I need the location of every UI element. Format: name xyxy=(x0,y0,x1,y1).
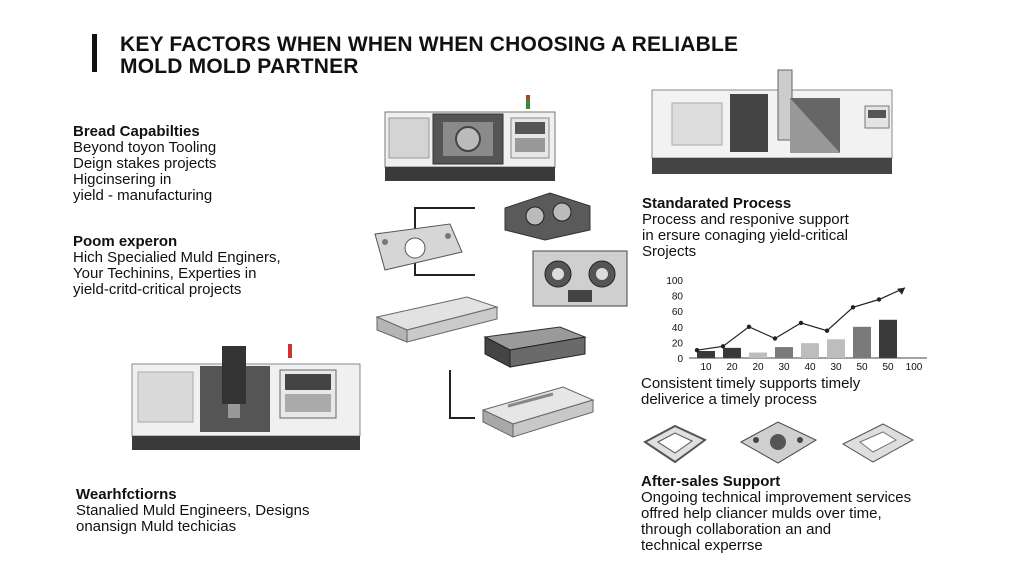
section-line: Higcinsering in xyxy=(73,171,172,188)
section-wearhfctiorns: Wearhfctiorns Stanalied Muld Engineers, … xyxy=(76,486,309,535)
cnc-machine-illustration-left xyxy=(131,344,361,450)
section-line: Ongoing technical improvement services xyxy=(641,489,912,506)
section-heading: Standarated Process xyxy=(642,195,792,212)
bar xyxy=(827,339,845,358)
cnc-machine-illustration-right xyxy=(651,69,893,174)
trend-point xyxy=(746,324,752,329)
x-tick-label: 20 xyxy=(726,362,738,373)
trend-point xyxy=(798,320,804,326)
mold-insert-block-icon xyxy=(483,326,587,368)
trend-point xyxy=(772,336,778,341)
y-tick-label: 80 xyxy=(672,292,684,303)
mold-plate-icon xyxy=(374,223,463,271)
section-heading: Bread Capabilties xyxy=(73,123,200,140)
title-line-2: MOLD MOLD PARTNER xyxy=(120,55,359,78)
section-line: onansign Muld techicias xyxy=(76,518,237,535)
y-tick-label: 60 xyxy=(672,307,684,318)
section-poom-experon: Poom experon Hich Specialied Muld Engine… xyxy=(73,233,281,298)
section-heading: Wearhfctiorns xyxy=(76,486,177,503)
mold-base-icon xyxy=(739,421,818,464)
section-after-sales-support: After-sales Support Ongoing technical im… xyxy=(641,473,911,554)
bar-chart: 100 80 60 40 20 0 10 20 20 30 40 30 50 50 100 xyxy=(666,276,927,373)
section-heading: After-sales Support xyxy=(641,473,781,490)
trend-point xyxy=(876,297,882,302)
mold-plate-small-icon xyxy=(841,423,915,463)
title-accent-bar xyxy=(92,34,97,72)
section-line: Stanalied Muld Engineers, Designs xyxy=(76,502,310,519)
mold-stacked-plates-icon xyxy=(375,296,499,343)
trend-point xyxy=(694,348,700,353)
section-line: Beyond toyon Tooling xyxy=(73,139,217,156)
x-tick-label: 50 xyxy=(856,362,868,373)
x-tick-label: 100 xyxy=(906,362,923,373)
section-line: yield - manufacturing xyxy=(73,187,213,204)
section-standarated-process: Standarated Process Process and responiv… xyxy=(642,195,849,260)
section-bread-capabilities: Bread Capabilties Beyond toyon Tooling D… xyxy=(73,123,216,204)
bar xyxy=(853,326,871,358)
bar xyxy=(801,343,819,358)
section-line: technical experrse xyxy=(641,537,763,554)
section-line: through collaboration an and xyxy=(641,521,832,538)
title-line-1: KEY FACTORS WHEN WHEN WHEN CHOOSING A RE… xyxy=(120,33,739,56)
trend-point xyxy=(850,305,856,310)
y-tick-label: 100 xyxy=(666,276,683,287)
x-tick-label: 30 xyxy=(830,362,842,373)
bar xyxy=(723,347,741,358)
section-line: yield-critd-critical projects xyxy=(73,281,242,298)
section-line: Srojects xyxy=(642,243,697,260)
section-line: Deign stakes projects xyxy=(73,155,217,172)
section-consistent-delivery: Consistent timely supports timely delive… xyxy=(641,376,860,408)
x-tick-label: 20 xyxy=(752,362,764,373)
x-tick-label: 50 xyxy=(882,362,894,373)
section-line: Your Techinins, Experties in xyxy=(73,265,257,282)
y-tick-label: 0 xyxy=(677,354,683,365)
gasket-mold-icon xyxy=(643,424,707,464)
y-tick-label: 40 xyxy=(672,323,684,334)
trend-arrow-head xyxy=(897,287,905,295)
x-tick-label: 40 xyxy=(804,362,816,373)
section-line: offred help cliancer mulds over time, xyxy=(641,505,882,522)
trend-line xyxy=(696,287,906,351)
bar xyxy=(749,352,767,358)
x-tick-label: 10 xyxy=(700,362,712,373)
section-line: in ersure conaging yield-critical xyxy=(642,227,848,244)
section-line: Consistent timely supports timely xyxy=(641,375,861,392)
cnc-machine-illustration-top xyxy=(384,95,556,181)
section-line: Hich Specialied Muld Enginers, xyxy=(73,249,281,266)
bar xyxy=(775,347,793,358)
y-tick-label: 20 xyxy=(672,338,684,349)
x-tick-label: 30 xyxy=(778,362,790,373)
mold-cavity-block-icon xyxy=(532,250,628,307)
page-title: KEY FACTORS WHEN WHEN WHEN CHOOSING A RE… xyxy=(120,34,738,78)
mold-block-icon xyxy=(504,192,591,241)
section-line: Process and responive support xyxy=(642,211,849,228)
section-line: deliverice a timely process xyxy=(641,391,817,408)
bar xyxy=(879,319,897,358)
mold-base-plates-icon xyxy=(481,386,595,438)
trend-point xyxy=(824,328,830,333)
trend-point xyxy=(720,344,726,349)
bar xyxy=(697,350,715,358)
section-heading: Poom experon xyxy=(73,233,178,250)
